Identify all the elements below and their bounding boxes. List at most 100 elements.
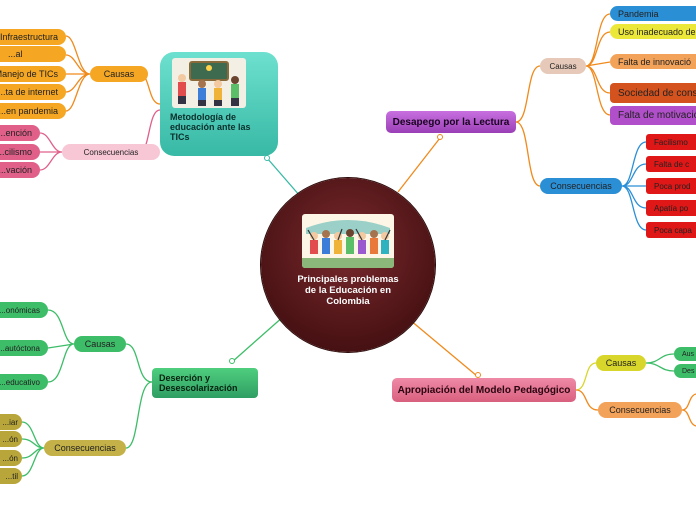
modelo-consecuencias-label: Consecuencias: [609, 405, 671, 415]
lectura-consecuencia-3[interactable]: Poca prod: [646, 178, 696, 194]
topic-metodologia-tics-title: Metodología de educación ante las TICs: [170, 112, 251, 142]
desercion-consecuencias[interactable]: Consecuencias: [44, 440, 126, 456]
desercion-causa-1[interactable]: ...onómicas: [0, 302, 48, 318]
desercion-consecuencia-3-label: ...ón: [2, 453, 18, 463]
lectura-consecuencia-4-label: Apatía po: [654, 203, 689, 213]
link-modelo-causas-items: [645, 353, 675, 372]
lectura-consecuencia-4[interactable]: Apatía po: [646, 200, 696, 216]
tics-causa-4-label: ...ta de internet: [0, 87, 58, 97]
tics-causa-4[interactable]: ...ta de internet: [0, 84, 66, 100]
topic-desercion-title: Deserción y Desescolarización: [159, 373, 238, 393]
lectura-causa-2-label: Uso inadecuado de: [618, 26, 696, 37]
tics-causa-2[interactable]: ...al: [0, 46, 66, 62]
link-desercion-cons-items: [21, 421, 45, 477]
lectura-consecuencias-label: Consecuencias: [550, 181, 612, 191]
lectura-causa-1-label: Pandemia: [618, 8, 659, 19]
topic-desapego-lectura[interactable]: Desapego por la Lectura: [386, 111, 516, 133]
tics-consecuencia-1-label: ...ención: [0, 128, 32, 138]
lectura-causa-3-label: Falta de innovació: [618, 56, 692, 67]
modelo-causa-1[interactable]: Aus: [674, 347, 696, 361]
link-modelo-causas: [575, 362, 597, 391]
modelo-causa-2-label: Des: [682, 367, 695, 375]
lectura-consecuencia-1-label: Facilismo: [654, 137, 688, 147]
link-desercion-consecuencias: [125, 381, 153, 449]
lectura-causa-5[interactable]: Falta de motivació: [610, 106, 696, 125]
students-illustration: [302, 214, 394, 268]
link-center-modelo: [409, 319, 478, 377]
tics-consecuencia-3-label: ...vación: [0, 165, 32, 175]
tics-causa-3[interactable]: Manejo de TICs: [0, 66, 66, 82]
desercion-causa-2-label: ...autóctona: [0, 343, 40, 353]
desercion-causa-3[interactable]: ...educativo: [0, 374, 48, 390]
tics-consecuencia-2-label: ...cilismo: [0, 147, 32, 157]
lectura-causa-4-label: Sociedad de consu: [618, 87, 696, 99]
link-desercion-causas: [125, 343, 153, 383]
lectura-consecuencia-5-label: Poca capa: [654, 225, 692, 235]
topic-metodologia-tics[interactable]: Metodología de educación ante las TICs: [160, 52, 278, 156]
topic-desercion[interactable]: Deserción y Desescolarización: [152, 368, 258, 398]
topic-modelo-pedagogico[interactable]: Apropiación del Modelo Pedagógico: [392, 378, 576, 402]
tics-consecuencia-3[interactable]: ...vación: [0, 162, 40, 178]
dot-lectura: [437, 134, 443, 140]
link-tics-cons-items: [39, 132, 63, 171]
desercion-consecuencias-label: Consecuencias: [54, 443, 116, 453]
lectura-causa-3[interactable]: Falta de innovació: [610, 54, 696, 69]
desercion-consecuencia-4[interactable]: ...til: [0, 468, 22, 484]
tics-causa-1-label: Infraestructura: [0, 32, 58, 42]
desercion-causas-label: Causas: [84, 339, 116, 349]
link-center-desercion: [231, 315, 285, 363]
lectura-consecuencias[interactable]: Consecuencias: [540, 178, 622, 194]
link-lectura-causas: [515, 65, 541, 123]
topic-modelo-pedagogico-title: Apropiación del Modelo Pedagógico: [397, 384, 571, 396]
lectura-causas-label: Causas: [549, 61, 577, 71]
central-topic[interactable]: Principales problemas de la Educación en…: [261, 178, 435, 352]
lectura-consecuencia-2-label: Falta de c: [654, 159, 690, 169]
lectura-causa-2[interactable]: Uso inadecuado de: [610, 24, 696, 39]
tics-causa-1[interactable]: Infraestructura: [0, 29, 66, 45]
modelo-causas-label: Causas: [605, 358, 637, 368]
desercion-causa-1-label: ...onómicas: [0, 305, 40, 315]
link-lectura-causas-items: [585, 13, 611, 116]
topic-desapego-lectura-title: Desapego por la Lectura: [392, 116, 510, 128]
desercion-consecuencia-1-label: ...iar: [2, 417, 18, 427]
desercion-causas[interactable]: Causas: [74, 336, 126, 352]
tics-consecuencia-1[interactable]: ...ención: [0, 125, 40, 141]
tics-causa-5[interactable]: ...en pandemia: [0, 103, 66, 119]
classroom-illustration: [172, 58, 246, 108]
lectura-consecuencia-3-label: Poca prod: [654, 181, 691, 191]
tics-consecuencias-label: Consecuencias: [83, 147, 139, 157]
lectura-consecuencia-2[interactable]: Falta de c: [646, 156, 696, 172]
link-desercion-causas-items: [47, 309, 75, 383]
dot-desercion: [229, 358, 235, 364]
lectura-causa-5-label: Falta de motivació: [618, 110, 696, 121]
lectura-consecuencia-1[interactable]: Facilismo: [646, 134, 696, 150]
lectura-causa-4[interactable]: Sociedad de consu: [610, 83, 696, 103]
modelo-causa-1-label: Aus: [682, 350, 695, 358]
tics-causas[interactable]: Causas: [90, 66, 148, 82]
modelo-consecuencias[interactable]: Consecuencias: [598, 402, 682, 418]
desercion-consecuencia-2[interactable]: ...ón: [0, 431, 22, 447]
link-lectura-cons-items: [621, 141, 647, 231]
lectura-consecuencia-5[interactable]: Poca capa: [646, 222, 696, 238]
desercion-consecuencia-1[interactable]: ...iar: [0, 414, 22, 430]
modelo-causas[interactable]: Causas: [596, 355, 646, 371]
dot-modelo: [475, 372, 481, 378]
desercion-causa-2[interactable]: ...autóctona: [0, 340, 48, 356]
desercion-consecuencia-2-label: ...ón: [2, 434, 18, 444]
desercion-consecuencia-3[interactable]: ...ón: [0, 450, 22, 466]
link-center-lectura: [397, 137, 441, 193]
desercion-causa-3-label: ...educativo: [0, 377, 40, 387]
link-modelo-consecuencias: [575, 389, 599, 411]
tics-causas-label: Causas: [103, 69, 135, 79]
desercion-consecuencia-4-label: ...til: [5, 471, 18, 481]
tics-consecuencia-2[interactable]: ...cilismo: [0, 144, 40, 160]
modelo-causa-2[interactable]: Des: [674, 364, 696, 378]
central-topic-title: Principales problemas de la Educación en…: [297, 274, 399, 307]
link-center-tics: [266, 157, 301, 197]
link-lectura-consecuencias: [515, 121, 541, 187]
tics-causa-3-label: Manejo de TICs: [0, 69, 58, 79]
lectura-causas[interactable]: Causas: [540, 58, 586, 74]
tics-consecuencias[interactable]: Consecuencias: [62, 144, 160, 160]
lectura-causa-1[interactable]: Pandemia: [610, 6, 696, 21]
